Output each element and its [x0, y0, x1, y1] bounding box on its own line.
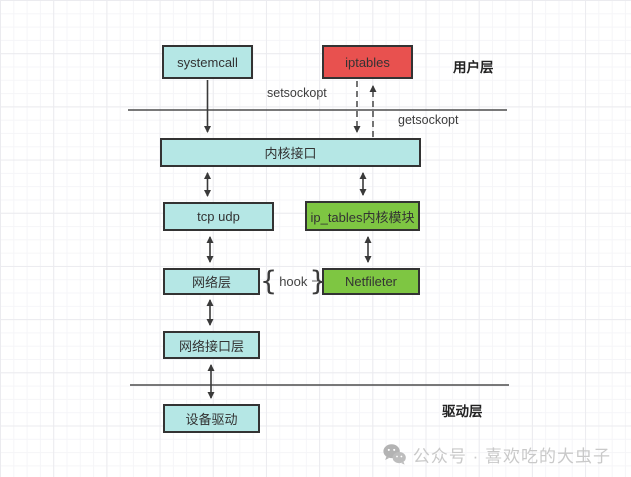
label-setsockopt: setsockopt [267, 86, 327, 100]
label-getsockopt: getsockopt [398, 113, 459, 127]
node-device-driver: 设备驱动 [163, 404, 260, 433]
node-systemcall: systemcall [162, 45, 253, 79]
node-network-layer: 网络层 [163, 268, 260, 295]
watermark-text: 公众号 · 喜欢吃的大虫子 [412, 446, 611, 466]
wechat-icon [383, 443, 406, 465]
node-ip-tables-module: ip_tables内核模块 [305, 201, 420, 231]
node-kernel-interface: 内核接口 [160, 138, 421, 167]
node-iptables: iptables [322, 45, 413, 79]
label-user-layer: 用户层 [453, 60, 494, 75]
node-network-interface-layer: 网络接口层 [163, 331, 260, 359]
brace-right: } [309, 265, 327, 297]
node-netfilter: Netfileter [322, 268, 420, 295]
label-driver-layer: 驱动层 [442, 404, 483, 419]
hook-annotation: { hook } [260, 264, 327, 298]
brace-left: { [260, 265, 278, 297]
node-tcp-udp: tcp udp [163, 202, 274, 231]
watermark: 公众号 · 喜欢吃的大虫子 [383, 441, 611, 467]
label-hook: hook [279, 273, 308, 289]
